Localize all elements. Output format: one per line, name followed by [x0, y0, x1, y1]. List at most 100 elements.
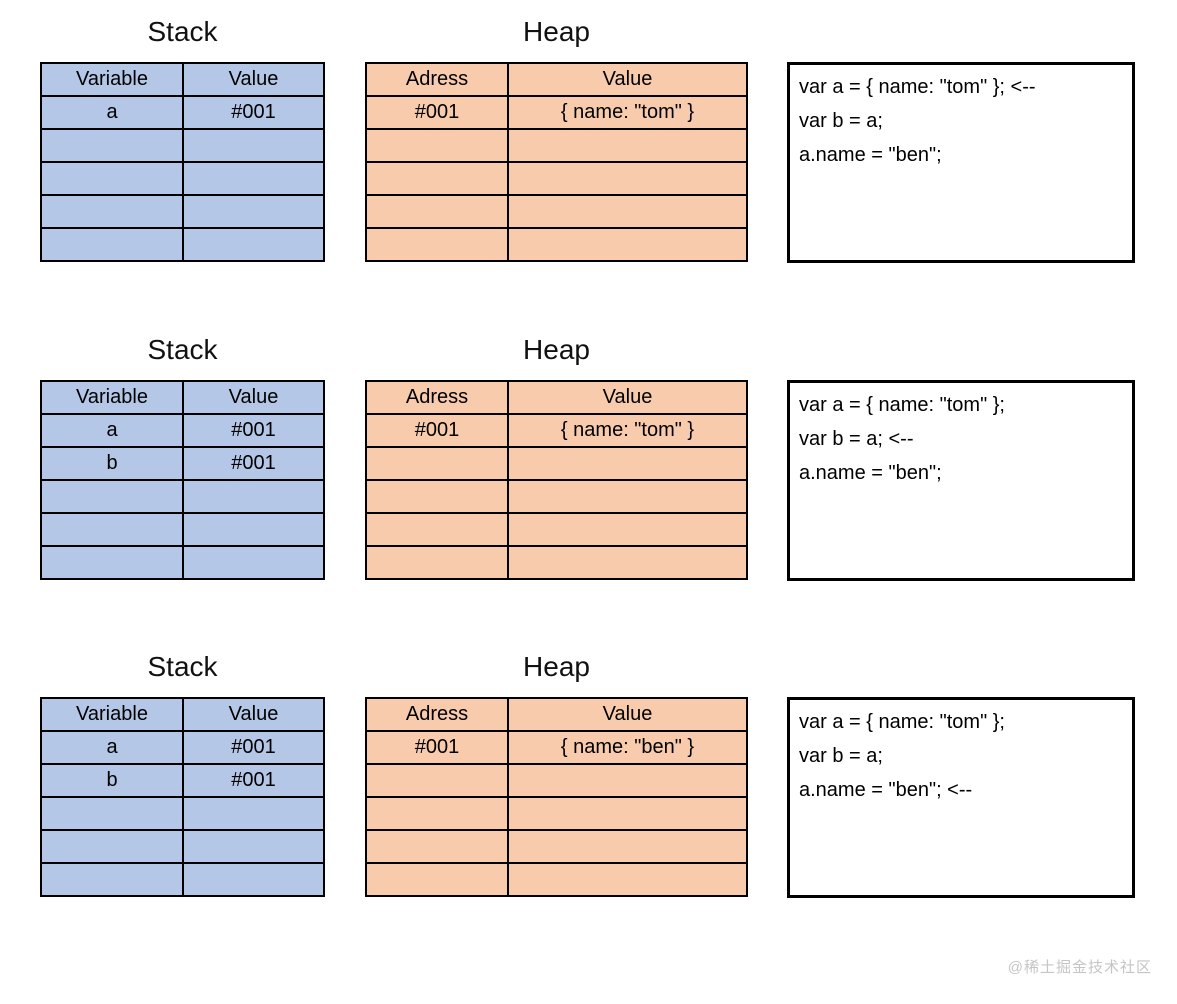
table-cell — [365, 479, 509, 514]
code-line: a.name = "ben"; — [799, 462, 942, 484]
stack-table: Variable Value a#001 b#001 — [40, 380, 325, 580]
table-cell — [40, 829, 184, 864]
heap-title: Heap — [523, 651, 590, 682]
table-cell — [365, 829, 509, 864]
table-row: #001{ name: "ben" } — [365, 730, 748, 765]
stack-header-value: Value — [182, 380, 325, 415]
heap-header-adress: Adress — [365, 380, 509, 415]
table-row: #001{ name: "tom" } — [365, 95, 748, 130]
table-cell — [40, 796, 184, 831]
heap-header-adress: Adress — [365, 697, 509, 732]
table-cell: { name: "ben" } — [507, 730, 748, 765]
table-cell: a — [40, 95, 184, 130]
table-row — [365, 763, 748, 798]
table-row — [365, 479, 748, 514]
table-cell — [182, 161, 325, 196]
table-cell: #001 — [182, 413, 325, 448]
table-header-row: Variable Value — [40, 62, 325, 97]
table-row — [40, 829, 325, 864]
table-cell: b — [40, 446, 184, 481]
table-cell — [365, 763, 509, 798]
stack-header-variable: Variable — [40, 697, 184, 732]
table-cell — [507, 796, 748, 831]
table-cell: #001 — [365, 95, 509, 130]
table-cell: #001 — [365, 730, 509, 765]
table-cell — [507, 829, 748, 864]
diagram-section-step2: Stack Heap Variable Value a#001 b#001 Ad… — [0, 328, 1177, 588]
table-row — [365, 862, 748, 897]
heap-title: Heap — [523, 334, 590, 365]
code-line: var a = { name: "tom" }; — [799, 394, 1005, 416]
stack-header-variable: Variable — [40, 380, 184, 415]
table-cell: #001 — [182, 763, 325, 798]
table-row — [365, 545, 748, 580]
heap-header-value: Value — [507, 62, 748, 97]
table-cell — [40, 479, 184, 514]
table-cell — [182, 862, 325, 897]
table-cell: #001 — [182, 446, 325, 481]
stack-table: Variable Value a#001 — [40, 62, 325, 262]
table-cell — [507, 446, 748, 481]
stack-title: Stack — [147, 16, 218, 47]
stack-title: Stack — [147, 651, 218, 682]
heap-table: Adress Value #001{ name: "tom" } — [365, 380, 748, 580]
code-line: var a = { name: "tom" }; <-- — [799, 76, 1036, 98]
table-cell — [182, 128, 325, 163]
table-row — [365, 446, 748, 481]
table-cell — [182, 194, 325, 229]
stack-header-value: Value — [182, 62, 325, 97]
table-cell — [182, 512, 325, 547]
table-cell — [365, 796, 509, 831]
table-cell — [365, 128, 509, 163]
heap-title: Heap — [523, 16, 590, 47]
table-row — [365, 128, 748, 163]
table-header-row: Variable Value — [40, 380, 325, 415]
table-cell — [507, 763, 748, 798]
table-cell: a — [40, 413, 184, 448]
table-header-row: Adress Value — [365, 380, 748, 415]
table-cell — [182, 545, 325, 580]
code-line: a.name = "ben"; <-- — [799, 779, 973, 801]
table-cell — [507, 161, 748, 196]
heap-table: Adress Value #001{ name: "tom" } — [365, 62, 748, 262]
table-row — [40, 545, 325, 580]
table-cell: #001 — [182, 95, 325, 130]
table-cell — [182, 227, 325, 262]
table-row — [40, 512, 325, 547]
diagram-section-step1: Stack Heap Variable Value a#001 Adress V… — [0, 10, 1177, 270]
table-row: #001{ name: "tom" } — [365, 413, 748, 448]
table-cell — [40, 227, 184, 262]
stack-header-variable: Variable — [40, 62, 184, 97]
stack-header-value: Value — [182, 697, 325, 732]
table-row — [365, 194, 748, 229]
code-line: a.name = "ben"; — [799, 144, 942, 166]
code-box: var a = { name: "tom" }; <-- var b = a; … — [787, 62, 1135, 263]
table-header-row: Adress Value — [365, 62, 748, 97]
code-line: var b = a; — [799, 745, 883, 767]
table-cell — [507, 862, 748, 897]
table-cell — [40, 194, 184, 229]
diagram-section-step3: Stack Heap Variable Value a#001 b#001 Ad… — [0, 645, 1177, 905]
table-row: a#001 — [40, 95, 325, 130]
table-row — [40, 862, 325, 897]
code-box: var a = { name: "tom" }; var b = a; a.na… — [787, 697, 1135, 898]
code-line: var a = { name: "tom" }; — [799, 711, 1005, 733]
table-cell — [365, 545, 509, 580]
table-row — [40, 796, 325, 831]
watermark: @稀土掘金技术社区 — [1007, 959, 1152, 976]
table-cell: a — [40, 730, 184, 765]
table-cell — [40, 512, 184, 547]
table-row: b#001 — [40, 763, 325, 798]
table-cell — [365, 161, 509, 196]
table-cell — [507, 128, 748, 163]
code-box: var a = { name: "tom" }; var b = a; <-- … — [787, 380, 1135, 581]
table-cell — [365, 512, 509, 547]
heap-table: Adress Value #001{ name: "ben" } — [365, 697, 748, 897]
table-cell — [365, 862, 509, 897]
table-cell — [40, 128, 184, 163]
table-row: b#001 — [40, 446, 325, 481]
table-cell — [40, 161, 184, 196]
table-row — [40, 227, 325, 262]
table-row — [40, 194, 325, 229]
table-cell — [182, 829, 325, 864]
